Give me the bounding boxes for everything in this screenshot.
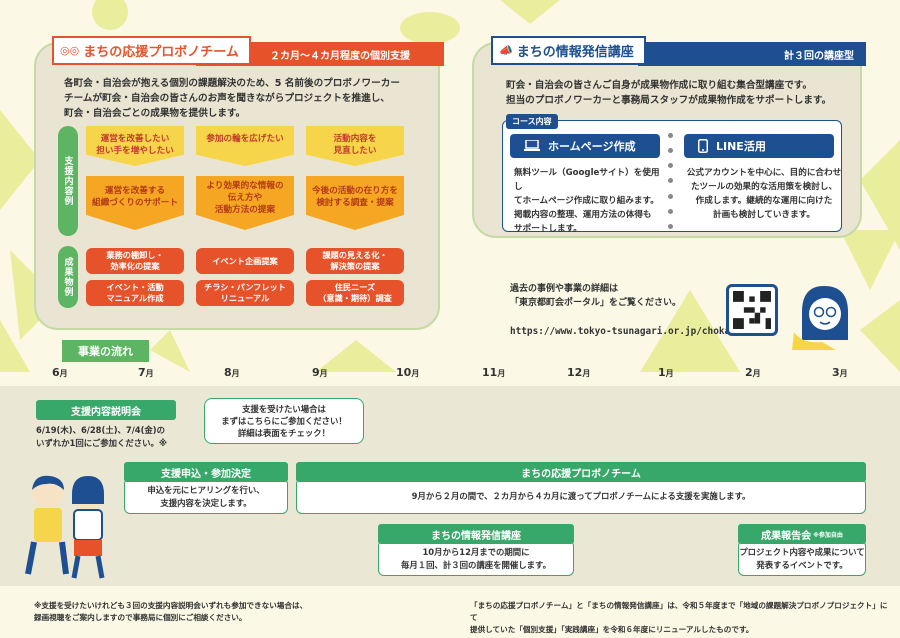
media-intro: 町会・自治会の皆さんご自身が成果物作成に取り組む集合型講座です。 担当のプロボノ… <box>506 80 832 106</box>
month-6: 6月 <box>52 366 68 379</box>
media-subtitle: 計３回の講座型 <box>784 50 854 62</box>
month-12: 12月 <box>567 366 591 379</box>
media-course-title: まちの情報発信講座 <box>378 524 574 544</box>
media-title: まちの情報発信講座 <box>516 45 634 60</box>
month-2: 2月 <box>745 366 761 379</box>
application-box <box>124 478 288 514</box>
media-course-text: 10月から12月までの期間に 毎月１回、計３回の講座を開催します。 <box>401 547 551 570</box>
results-label: 成果物例 <box>58 246 78 308</box>
course-title-line: LINE活用 <box>716 140 766 153</box>
result-3: 課題の見える化・ 解決策の提案 <box>306 248 404 274</box>
megaphone-icon: 📣 <box>499 44 513 57</box>
team-logo-icon: ◎◎ <box>60 44 80 57</box>
probono-title: まちの応援プロボノチーム <box>83 45 239 60</box>
laptop-icon <box>524 140 540 151</box>
portal-url[interactable]: https://www.tokyo-tsunagari.or.jp/chokai… <box>510 326 742 337</box>
probono-team-text: 9月から２月の間で、２カ月から４カ月に渡ってプロボノチームによる支援を実施します… <box>411 491 751 501</box>
qr-code[interactable] <box>726 284 778 336</box>
report-text: プロジェクト内容や成果について 発表するイベントです。 <box>739 547 865 570</box>
month-3: 3月 <box>832 366 848 379</box>
course-label: コース内容 <box>506 114 558 129</box>
probono-team-box <box>296 478 866 514</box>
probono-team-title: まちの応援プロボノチーム <box>296 462 866 482</box>
footnote-left: ※支援を受けたいけれども３回の支援内容説明会いずれも参加できない場合は、 録画視… <box>34 601 308 622</box>
media-course-box <box>378 540 574 576</box>
month-11: 11月 <box>482 366 506 379</box>
month-9: 9月 <box>312 366 328 379</box>
briefing-title: 支援内容説明会 <box>36 400 176 420</box>
course-head-homepage: ホームページ作成 <box>510 134 660 158</box>
result-5: チラシ・パンフレット リニューアル <box>196 280 294 306</box>
course-title-homepage: ホームページ作成 <box>548 140 636 153</box>
portal-text: 過去の事例や事業の詳細は 「東京都町会ポータル」をご覧ください。 <box>510 284 682 308</box>
character-illustration <box>792 286 848 350</box>
support-label: 支援内容例 <box>58 126 78 236</box>
result-2: イベント企画提案 <box>196 248 294 274</box>
kids-illustration <box>25 475 105 579</box>
result-4: イベント・活動 マニュアル作成 <box>86 280 184 306</box>
course-head-line: LINE活用 <box>684 134 834 158</box>
smartphone-icon <box>698 139 708 153</box>
result-6: 住民ニーズ （意識・期待）調査 <box>306 280 404 306</box>
course-text-homepage: 無料ツール（Googleサイト）を使用し てホームページ作成に取り組みます。 掲… <box>514 168 660 234</box>
note-bubble: 支援を受けたい場合は まずはこちらにご参加ください！ 詳細は表面をチェック！ <box>204 398 364 444</box>
course-divider <box>667 133 673 229</box>
month-8: 8月 <box>224 366 240 379</box>
probono-title-tag: ◎◎ まちの応援プロボノチーム <box>52 36 251 65</box>
report-box <box>738 540 866 576</box>
application-title: 支援申込・参加決定 <box>124 462 288 482</box>
media-subtitle-bar: 計３回の講座型 <box>638 42 866 66</box>
month-7: 7月 <box>138 366 154 379</box>
probono-subtitle: ２カ月〜４カ月程度の個別支援 <box>270 50 410 62</box>
footnote-right: 「まちの応援プロボノチーム」と「まちの情報発信講座」は、令和５年度まで「地域の課… <box>470 601 888 634</box>
media-title-tag: 📣 まちの情報発信講座 <box>491 36 646 65</box>
probono-intro: 各町会・自治会が抱える個別の課題解決のため、5 名前後のプロボノワーカー チーム… <box>64 78 400 119</box>
report-title: 成果報告会 ※参加自由 <box>738 524 866 544</box>
flow-title: 事業の流れ <box>62 340 149 362</box>
qr-code-icon <box>733 291 771 329</box>
month-1: 1月 <box>658 366 674 379</box>
course-text-line: 公式アカウントを中心に、目的に合わせ たツールの効果的な活用策を検討し、 作成し… <box>686 168 842 220</box>
briefing-text: 6/19(木)、6/28(土)、7/4(金)の いずれか1回にご参加ください。※ <box>36 425 168 448</box>
application-text: 申込を元にヒアリングを行い、 支援内容を決定します。 <box>147 485 265 508</box>
result-1: 業務の棚卸し・ 効率化の提案 <box>86 248 184 274</box>
month-10: 10月 <box>396 366 420 379</box>
